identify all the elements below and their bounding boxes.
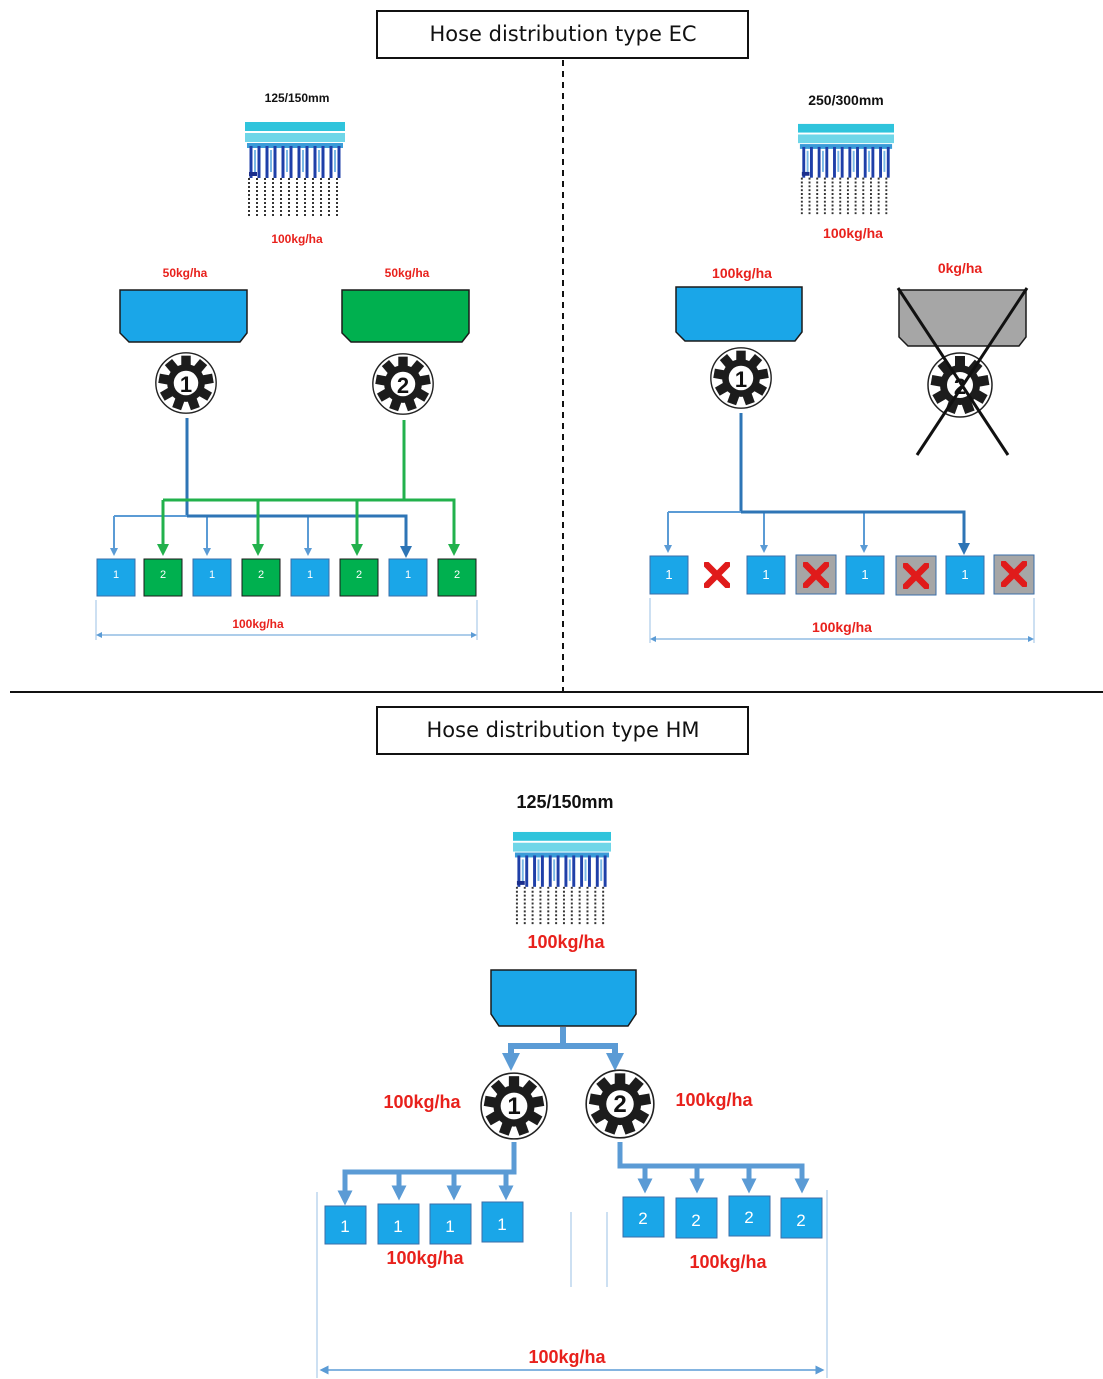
ec-right-width-dimension [649, 598, 1035, 643]
hm-hopper-split-lines [502, 1027, 624, 1071]
outlet-label: 2 [160, 569, 166, 581]
ec-right-outlets: 1 1 1 1 [649, 554, 1035, 596]
hm-hopper [490, 969, 637, 1027]
hm-total-rate: 100kg/ha [528, 1347, 606, 1367]
hm-right-rate: 100kg/ha [689, 1252, 767, 1272]
outlet-box [143, 558, 183, 597]
hm-left-outlets: 1 1 1 1 [324, 1201, 524, 1245]
ec-right-drill-rate: 100kg/ha [823, 225, 883, 241]
ec-left-hopper-1 [119, 289, 248, 343]
ec-left-drill-rate: 100kg/ha [271, 232, 323, 246]
hm-meter-1-rate: 100kg/ha [383, 1092, 461, 1112]
hm-drill-image [513, 830, 611, 928]
outlet-label: 1 [113, 569, 119, 581]
ec-left-meter-1-label: 1 [180, 372, 192, 397]
outlet-box [675, 1197, 718, 1239]
outlet-box [377, 1203, 420, 1245]
ec-left-hopper-2 [341, 289, 470, 343]
ec-left-meter-2-label: 2 [397, 373, 409, 398]
outlet-box [388, 558, 428, 597]
outlet-box [192, 558, 232, 597]
outlet-label: 1 [861, 567, 868, 582]
ec-right-row-spacing: 250/300mm [808, 92, 884, 108]
outlet-label: 1 [393, 1217, 402, 1236]
outlet-label: 2 [638, 1209, 647, 1228]
ec-right-blue-lines [664, 413, 970, 555]
outlet-label: 1 [665, 567, 672, 582]
ec-right-hopper-1 [675, 286, 803, 342]
hm-width-dimension [316, 1190, 828, 1378]
ec-left-hopper2-rate: 50kg/ha [385, 266, 430, 280]
outlet-box [429, 1203, 472, 1245]
outlet-box [481, 1201, 524, 1243]
hm-left-lines [337, 1142, 517, 1206]
outlet-label: 2 [454, 569, 460, 581]
hm-title-box [376, 706, 749, 755]
outlet-label: 1 [405, 569, 411, 581]
outlet-box [339, 558, 379, 597]
ec-right-disabled-cross [896, 287, 1029, 456]
outlet-label: 1 [762, 567, 769, 582]
outlet-box [96, 558, 136, 597]
ec-left-drill-image [245, 120, 345, 220]
outlet-label: 2 [258, 569, 264, 581]
blocked-outlet-icon [707, 565, 728, 586]
outlet-box [649, 555, 689, 595]
ec-right-drill-image [798, 122, 894, 218]
ec-title: Hose distribution type EC [429, 22, 696, 46]
outlet-box [746, 555, 786, 595]
ec-right-hopper1-rate: 100kg/ha [712, 265, 772, 281]
outlet-box [728, 1195, 771, 1237]
outlet-label: 2 [796, 1211, 805, 1230]
outlet-label: 1 [307, 569, 313, 581]
outlet-label: 2 [356, 569, 362, 581]
ec-left-blue-lines [110, 418, 412, 558]
hm-right-lines [617, 1142, 810, 1194]
ec-right-meter-1-label: 1 [735, 367, 747, 392]
outlet-box [845, 555, 885, 595]
outlet-label: 1 [340, 1217, 349, 1236]
hm-row-spacing: 125/150mm [516, 792, 613, 812]
outlet-box [622, 1196, 665, 1238]
hm-meter-2-label: 2 [613, 1091, 626, 1118]
outlet-box [780, 1197, 823, 1239]
outlet-label: 2 [744, 1208, 753, 1227]
outlet-label: 1 [445, 1217, 454, 1236]
hm-left-rate: 100kg/ha [386, 1248, 464, 1268]
ec-left-outlets: 1 2 1 2 1 2 1 2 [96, 558, 477, 597]
ec-right-total-rate: 100kg/ha [812, 619, 872, 635]
outlet-label: 1 [209, 569, 215, 581]
hm-drill-rate: 100kg/ha [527, 932, 605, 952]
outlet-box [437, 558, 477, 597]
outlet-box [290, 558, 330, 597]
outlet-label: 2 [691, 1211, 700, 1230]
ec-title-box [376, 10, 749, 59]
hm-right-outlets: 2 2 2 2 [622, 1195, 823, 1239]
ec-left-hopper1-rate: 50kg/ha [163, 266, 208, 280]
outlet-box [945, 555, 985, 595]
hm-meter-1-label: 1 [507, 1093, 520, 1120]
outlet-label: 1 [961, 567, 968, 582]
ec-right-hopper2-rate: 0kg/ha [938, 260, 983, 276]
outlet-label: 1 [497, 1215, 506, 1234]
hm-title: Hose distribution type HM [426, 718, 699, 742]
ec-left-green-lines [157, 420, 460, 556]
ec-left-width-dimension [95, 600, 478, 640]
outlet-box [324, 1205, 367, 1245]
ec-left-total-rate: 100kg/ha [232, 617, 284, 631]
outlet-box [241, 558, 281, 597]
ec-left-row-spacing: 125/150mm [265, 91, 330, 105]
hm-meter-2-rate: 100kg/ha [675, 1090, 753, 1110]
